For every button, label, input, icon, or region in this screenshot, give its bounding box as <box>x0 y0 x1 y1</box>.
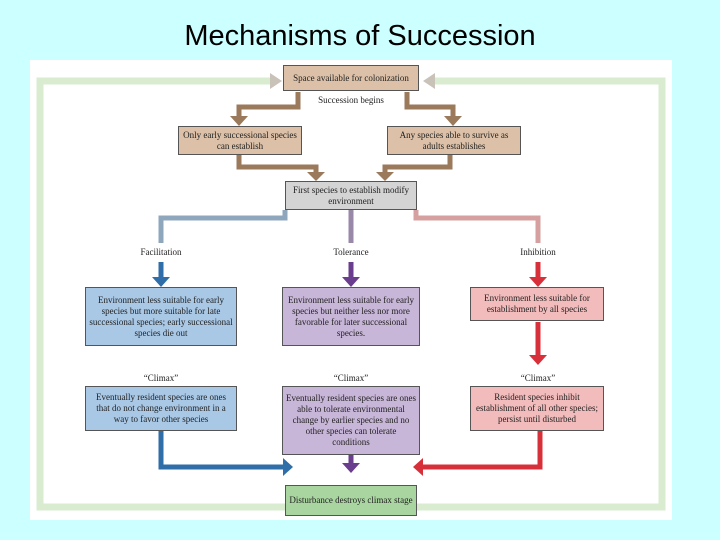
return-loop <box>36 77 285 511</box>
return-loop-right <box>414 77 666 511</box>
return-arrowhead-left <box>270 73 282 89</box>
flow-arrows <box>36 73 666 511</box>
early-species-box: Only early successional species can esta… <box>178 126 302 155</box>
climax-label-tolerance: “Climax” <box>333 373 369 383</box>
facilitation-result-box: Eventually resident species are ones tha… <box>85 386 237 431</box>
inhibition-label: Inhibition <box>520 247 556 257</box>
branch-right <box>404 92 456 116</box>
split-right <box>413 210 541 243</box>
inh-to-disturbance <box>421 431 543 470</box>
succession-diagram: Space available for colonization Success… <box>30 60 672 520</box>
space-available-box: Space available for colonization <box>283 65 419 91</box>
tolerance-result-box: Eventually resident species are ones abl… <box>282 386 420 455</box>
return-arrowhead-right <box>423 73 435 89</box>
succession-begins-label: Succession begins <box>318 95 384 105</box>
merge-left <box>236 155 319 172</box>
climax-label-facilitation: “Climax” <box>143 373 179 383</box>
inhibition-result-box: Resident species inhibit establishment o… <box>470 386 604 431</box>
facilitation-label: Facilitation <box>140 247 182 257</box>
branch-left <box>236 92 301 116</box>
facilitation-box: Environment less suitable for early spec… <box>85 287 237 346</box>
tolerance-label: Tolerance <box>333 247 369 257</box>
first-species-box: First species to establish modify enviro… <box>285 181 417 210</box>
merge-right <box>382 155 453 172</box>
inhibition-box: Environment less suitable for establishm… <box>470 287 604 321</box>
slide-title: Mechanisms of Succession <box>184 20 536 52</box>
split-left <box>158 210 288 243</box>
disturbance-box: Disturbance destroys climax stage <box>285 485 417 516</box>
fac-to-disturbance <box>158 431 285 470</box>
tolerance-box: Environment less suitable for early spec… <box>282 287 420 346</box>
any-species-box: Any species able to survive as adults es… <box>387 126 521 155</box>
climax-label-inhibition: “Climax” <box>520 373 556 383</box>
